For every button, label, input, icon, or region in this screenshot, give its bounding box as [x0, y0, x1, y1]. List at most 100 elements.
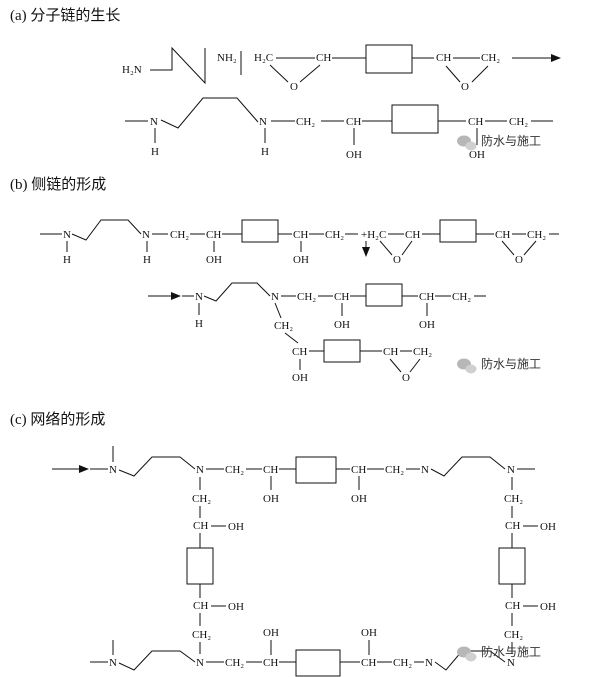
ch-label: CH	[334, 291, 349, 303]
ch-label: CH	[361, 657, 376, 669]
n-label: N	[150, 116, 158, 128]
diamine-chain	[150, 46, 206, 85]
wechat-watermark: 防水与施工	[457, 133, 541, 151]
ch-label: CH	[193, 520, 208, 532]
o-label: O	[393, 254, 401, 266]
oh-label: OH	[228, 521, 244, 533]
n-label: N	[507, 464, 515, 476]
ch2-label: CH₂	[481, 52, 500, 64]
h-label: H	[143, 254, 151, 266]
wechat-watermark: 防水与施工	[457, 644, 541, 662]
ch2-label: CH₂	[504, 493, 523, 505]
n-label: N	[142, 229, 150, 241]
h-label: H	[261, 146, 269, 158]
ch2-label: CH₂	[527, 229, 546, 241]
n-label: N	[63, 229, 71, 241]
ch2-label: CH₂	[274, 320, 293, 332]
ch-label: CH	[346, 116, 361, 128]
ch-label: CH	[316, 52, 331, 64]
oh-label: OH	[334, 319, 350, 331]
oh-label: OH	[351, 493, 367, 505]
oh-label: OH	[361, 627, 377, 639]
watermark-text: 防水与施工	[481, 644, 541, 659]
resin-box	[391, 104, 439, 134]
resin-box	[295, 456, 337, 484]
watermark-text: 防水与施工	[481, 356, 541, 371]
plus-h2c-label: +H₂C	[361, 229, 386, 241]
n-label: N	[421, 464, 429, 476]
ch2-label: CH₂	[192, 629, 211, 641]
amine-chain	[430, 456, 506, 477]
nh2-label: NH₂	[217, 52, 237, 64]
oh-label: OH	[228, 601, 244, 613]
oh-label: OH	[206, 254, 222, 266]
ch2-label: CH₂	[297, 291, 316, 303]
n-label: N	[109, 657, 117, 669]
ch2-label: CH₂	[225, 464, 244, 476]
h-label: H	[151, 146, 159, 158]
o-label: O	[461, 81, 469, 93]
ch2-label: CH₂	[325, 229, 344, 241]
resin-box	[323, 339, 361, 363]
h2c-label: H₂C	[254, 52, 273, 64]
amine-chain	[71, 219, 142, 241]
ch-label: CH	[495, 229, 510, 241]
ch-label: CH	[351, 464, 366, 476]
n-label: N	[196, 464, 204, 476]
ch2-label: CH₂	[225, 657, 244, 669]
amine-chain	[118, 456, 196, 477]
n-label: N	[259, 116, 267, 128]
n-label: N	[507, 657, 515, 669]
ch-label: CH	[193, 600, 208, 612]
oh-label: OH	[346, 149, 362, 161]
section-b-title: (b) 侧链的形成	[10, 176, 106, 193]
ch-label: CH	[293, 229, 308, 241]
resin-box	[498, 547, 526, 585]
o-label: O	[290, 81, 298, 93]
resin-box	[186, 547, 214, 585]
ch2-label: CH₂	[509, 116, 528, 128]
resin-box	[365, 283, 403, 307]
resin-box	[365, 44, 413, 74]
amine-chain	[203, 282, 271, 302]
resin-box	[439, 219, 477, 243]
ch2-label: CH₂	[504, 629, 523, 641]
section-c-title: (c) 网络的形成	[10, 411, 105, 428]
oh-label: OH	[469, 149, 485, 161]
ch2-label: CH₂	[452, 291, 471, 303]
ch2-label: CH₂	[296, 116, 315, 128]
oh-label: OH	[540, 601, 556, 613]
oh-label: OH	[293, 254, 309, 266]
ch-label: CH	[263, 657, 278, 669]
o-label: O	[402, 372, 410, 384]
n-label: N	[196, 657, 204, 669]
n-label: N	[271, 291, 279, 303]
ch-label: CH	[468, 116, 483, 128]
ch2-label: CH₂	[393, 657, 412, 669]
h-label: H	[195, 318, 203, 330]
amine-chain	[118, 650, 196, 671]
h-label: H	[63, 254, 71, 266]
ch-label: CH	[206, 229, 221, 241]
h2n-label: H₂N	[122, 64, 142, 76]
watermark-text: 防水与施工	[481, 133, 541, 148]
ch-label: CH	[505, 600, 520, 612]
oh-label: OH	[263, 627, 279, 639]
oh-label: OH	[263, 493, 279, 505]
o-label: O	[515, 254, 523, 266]
resin-box	[295, 649, 341, 677]
wechat-watermark: 防水与施工	[457, 356, 541, 374]
n-label: N	[425, 657, 433, 669]
n-label: N	[195, 291, 203, 303]
oh-label: OH	[540, 521, 556, 533]
ch2-label: CH₂	[192, 493, 211, 505]
ch-label: CH	[419, 291, 434, 303]
ch2-label: CH₂	[413, 346, 432, 358]
oh-label: OH	[419, 319, 435, 331]
ch-label: CH	[505, 520, 520, 532]
ch2-label: CH₂	[170, 229, 189, 241]
ch2-label: CH₂	[385, 464, 404, 476]
ch-label: CH	[436, 52, 451, 64]
amine-chain	[160, 97, 259, 129]
